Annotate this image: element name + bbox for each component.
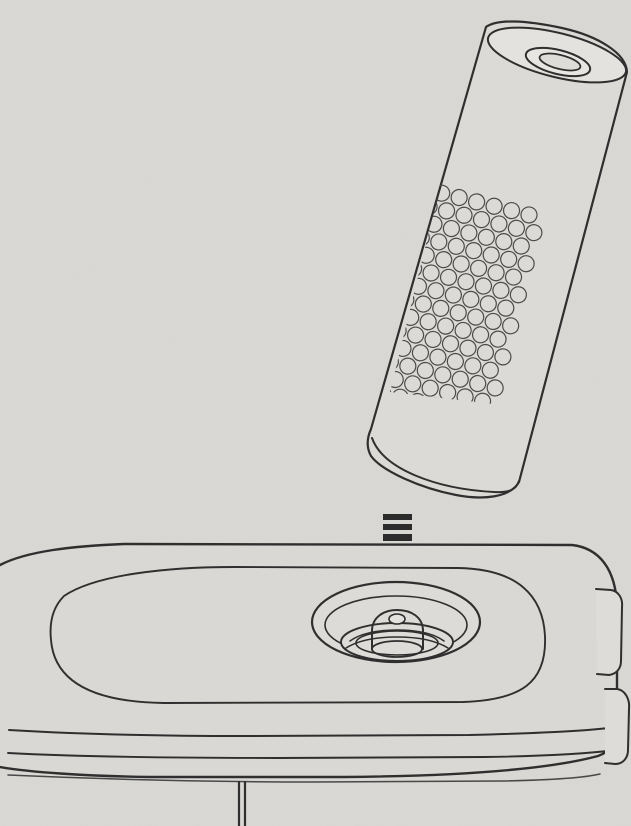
arrow-dash: [383, 534, 412, 541]
arrow-dash: [383, 514, 412, 520]
lid-outline: [0, 544, 617, 777]
side-clip-bottom: [605, 689, 629, 764]
arrow-dash: [383, 524, 412, 530]
socket-center-hole: [389, 614, 405, 624]
filter-socket: [312, 582, 480, 662]
side-clip-top: [596, 589, 622, 675]
